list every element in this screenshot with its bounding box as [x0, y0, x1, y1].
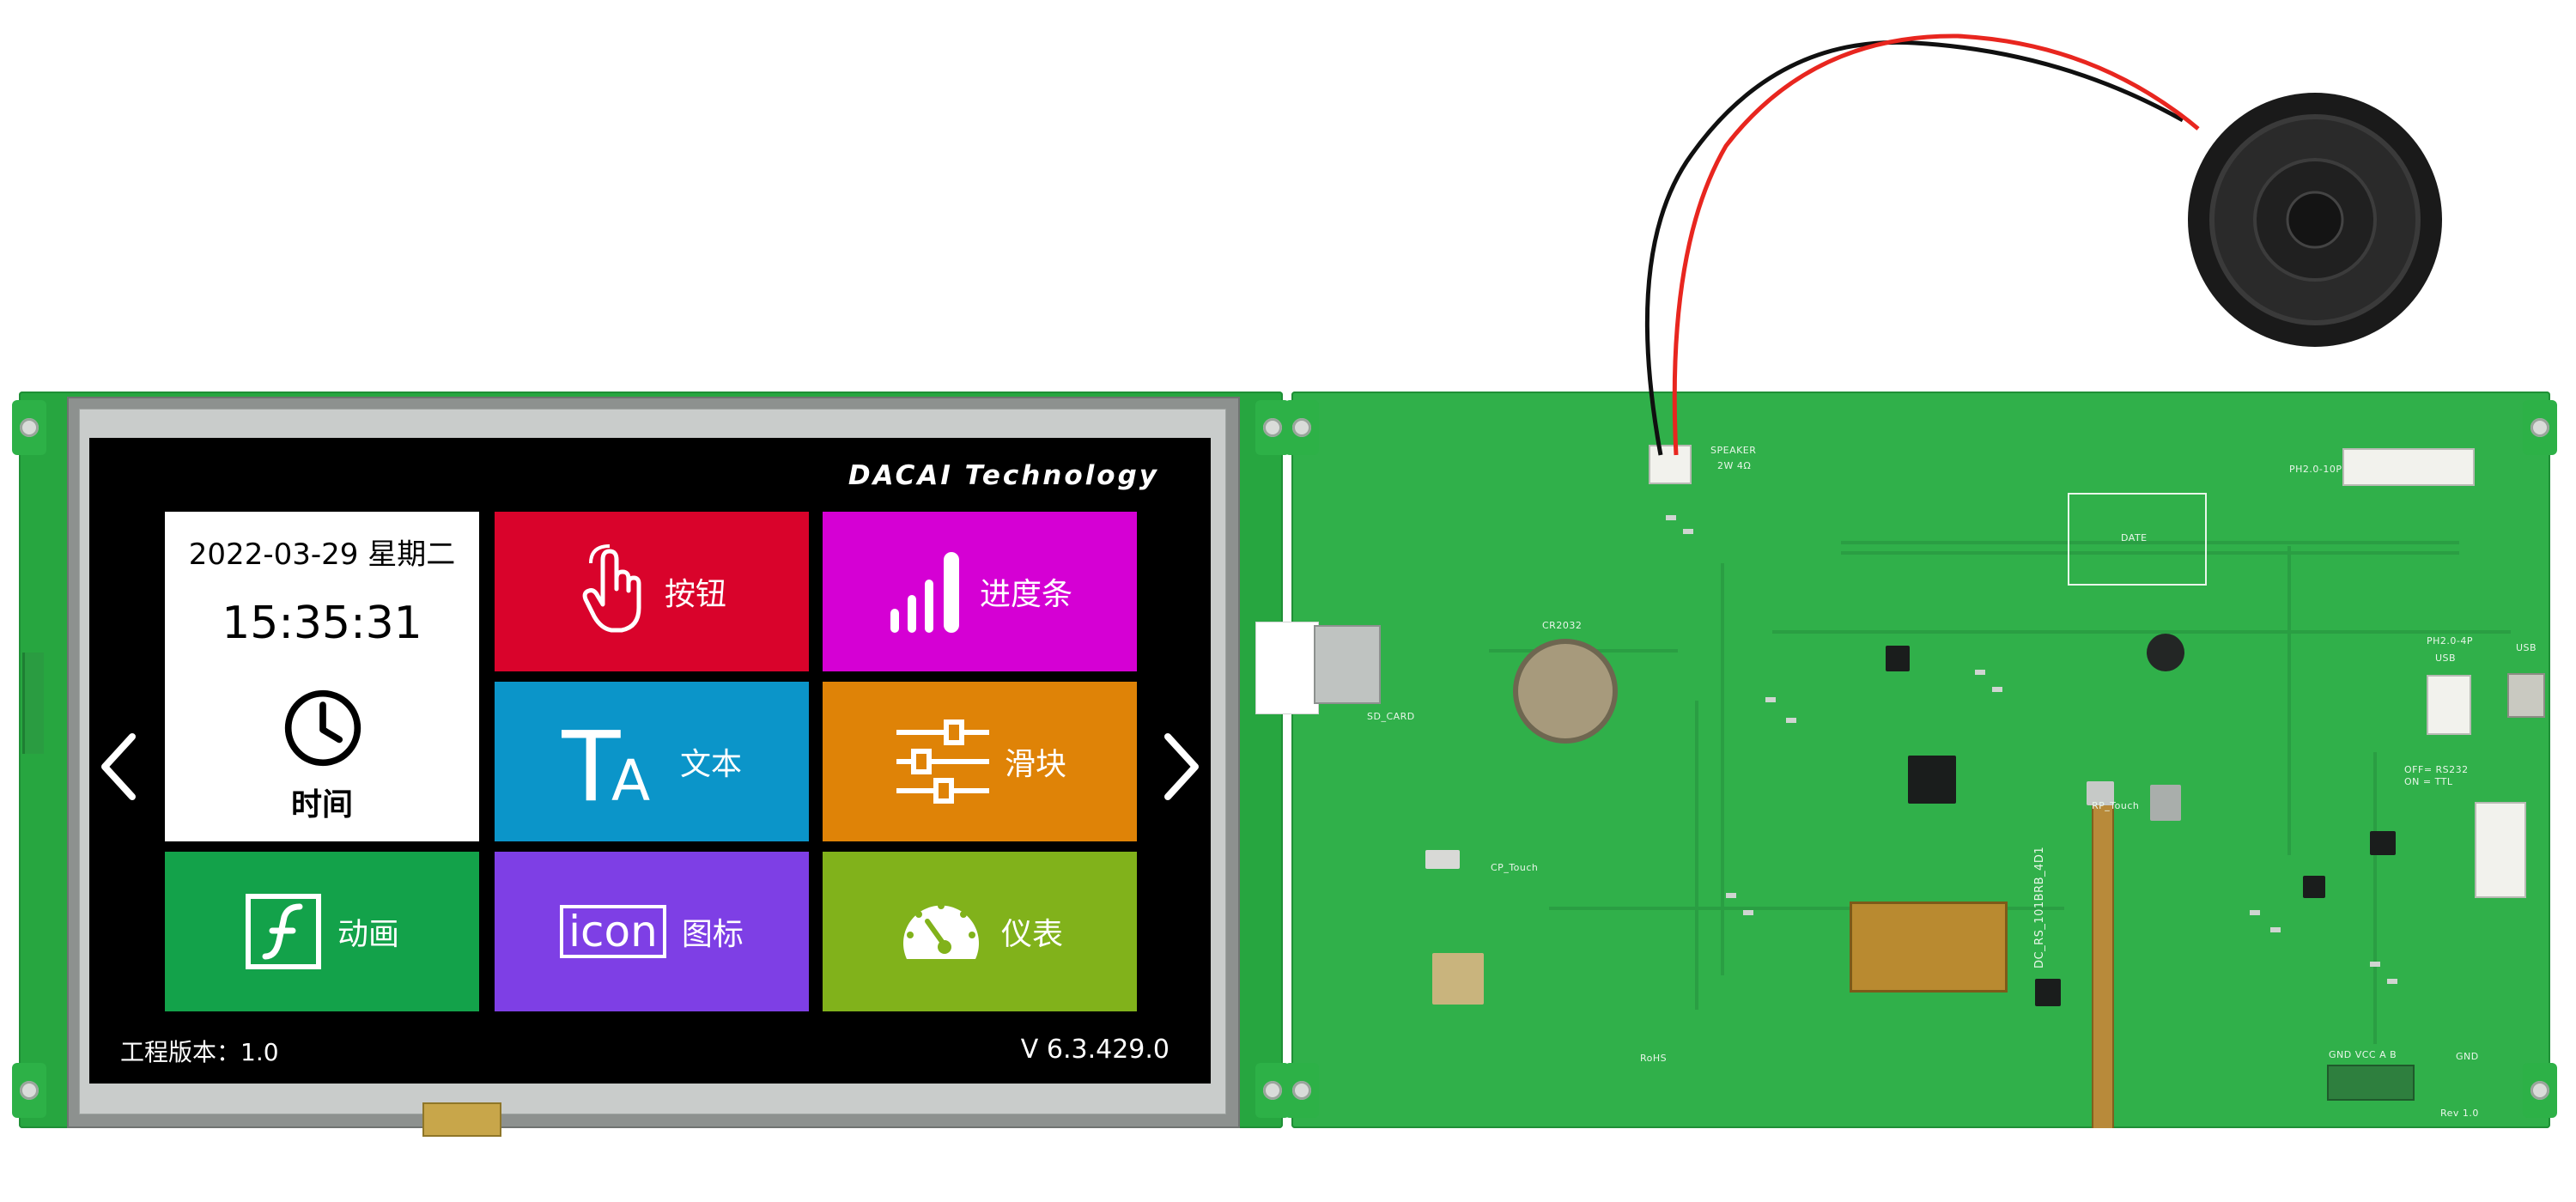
clock-icon — [284, 689, 361, 767]
text-ta-icon: T A — [562, 716, 650, 807]
pcb-label-sd: SD_CARD — [1367, 711, 1415, 722]
pcb-label-cp-touch: CP_Touch — [1491, 862, 1539, 873]
pcb-label-speaker: SPEAKER — [1710, 445, 1757, 456]
svg-text:T: T — [562, 716, 621, 807]
sd-card — [1255, 622, 1319, 714]
mount-hole — [1292, 1081, 1311, 1100]
pcb-label-speaker-spec: 2W 4Ω — [1717, 460, 1752, 471]
touch-fpc-tail — [422, 1102, 501, 1137]
pcb-label-cr2032: CR2032 — [1542, 620, 1583, 631]
pcb-label-gnd-row: GND VCC A B — [2329, 1049, 2397, 1060]
pcb-label-gnd: GND — [2456, 1051, 2479, 1062]
pcb-label-rohs: RoHS — [1640, 1053, 1668, 1064]
tcxo-pad — [1432, 953, 1484, 1005]
mount-tab — [2523, 1063, 2557, 1118]
mount-tab — [12, 1063, 46, 1118]
pcb-label-usb2: USB — [2516, 642, 2537, 653]
tile-button-label: 按钮 — [664, 577, 726, 612]
tile-progress[interactable]: 进度条 — [823, 512, 1137, 671]
tile-button[interactable]: 按钮 — [495, 512, 809, 671]
ic-chip — [2303, 876, 2325, 898]
pcb-label-ph10: PH2.0-10P — [2289, 464, 2342, 475]
lcd-screen: DACAI Technology 2022-03-29 星期二 15:35:31… — [89, 438, 1211, 1084]
tile-slider[interactable]: 滑块 — [823, 682, 1137, 841]
icon-box-text: icon — [568, 907, 658, 956]
tile-progress-label: 进度条 — [979, 577, 1072, 612]
tile-icon-label: 图标 — [681, 917, 744, 952]
speaker-connector[interactable] — [1649, 445, 1692, 484]
pcb-label-usb: USB — [2435, 653, 2457, 664]
pcb-label-rp-touch: RP_Touch — [2092, 800, 2140, 811]
finger-tap-icon — [582, 544, 641, 633]
pcb-label-ph4: PH2.0-4P — [2427, 635, 2473, 647]
mount-hole — [1263, 418, 1282, 437]
ph4-connector[interactable] — [2427, 675, 2471, 735]
sliders-icon — [896, 719, 989, 804]
rp-touch-connector[interactable] — [2087, 781, 2114, 805]
clock-date: 2022-03-29 星期二 — [188, 537, 456, 572]
icon-box-icon: icon — [560, 905, 666, 958]
mount-hole — [20, 418, 39, 437]
tile-text-label: 文本 — [679, 747, 742, 782]
signal-bars-icon — [890, 552, 959, 633]
cp-touch-connector[interactable] — [1425, 850, 1460, 869]
tile-animation[interactable]: 动画 — [165, 852, 479, 1011]
side-connector — [22, 653, 44, 754]
project-version: 工程版本：1.0 — [120, 1038, 279, 1066]
mount-tab — [12, 400, 46, 455]
buzzer — [2147, 634, 2184, 671]
mount-hole — [1263, 1081, 1282, 1100]
terminal-block[interactable] — [2327, 1065, 2415, 1101]
mount-hole — [1292, 418, 1311, 437]
mount-tab — [1255, 400, 1290, 455]
tile-gauge-label: 仪表 — [1000, 917, 1063, 952]
tile-text[interactable]: T A 文本 — [495, 682, 809, 841]
tile-gauge[interactable]: 仪表 — [823, 852, 1137, 1011]
mount-tab — [1285, 1063, 1319, 1118]
brand-title: DACAI Technology — [848, 460, 1159, 491]
ic-chip — [2035, 979, 2061, 1006]
svg-text:A: A — [611, 748, 650, 807]
firmware-version: V 6.3.429.0 — [1020, 1035, 1170, 1065]
mount-tab — [2523, 400, 2557, 455]
pcb-label-rev: Rev 1.0 — [2440, 1108, 2479, 1119]
pcb-label-model: DC_RS_101BRB_4D1 — [2033, 846, 2046, 968]
mount-hole — [2530, 1081, 2549, 1100]
coin-cell-holder — [1513, 639, 1618, 744]
mount-hole — [2530, 418, 2549, 437]
sd-card-slot[interactable] — [1314, 625, 1381, 704]
mount-tab — [1285, 400, 1319, 455]
speaker-wires — [1644, 33, 2200, 456]
clock-time: 15:35:31 — [222, 598, 422, 649]
pcb-label-ttl: ON = TTL — [2404, 776, 2453, 787]
main-mcu-chip — [1908, 756, 1956, 804]
ic-chip — [2370, 831, 2396, 855]
gauge-icon — [902, 902, 979, 959]
crystal — [2150, 785, 2181, 821]
uart-connector[interactable] — [2475, 802, 2526, 898]
pcb-label-rs232: OFF= RS232 — [2404, 764, 2469, 775]
clock-tile[interactable]: 2022-03-29 星期二 15:35:31 时间 — [165, 512, 479, 841]
chevron-right-icon[interactable] — [1154, 728, 1206, 805]
speaker — [2188, 93, 2442, 347]
date-silkscreen-box: DATE — [2068, 493, 2207, 586]
tile-slider-label: 滑块 — [1004, 747, 1066, 782]
flash-f-icon — [245, 894, 321, 969]
tile-animation-label: 动画 — [337, 917, 399, 952]
clock-label: 时间 — [290, 787, 353, 823]
tile-icon[interactable]: icon 图标 — [495, 852, 809, 1011]
mount-hole — [20, 1081, 39, 1100]
chevron-left-icon[interactable] — [94, 728, 146, 805]
lcd-fpc-connector[interactable] — [1850, 902, 2008, 993]
mount-tab — [1255, 1063, 1290, 1118]
touch-ribbon-cable — [2092, 790, 2114, 1128]
usb-port[interactable] — [2507, 673, 2545, 718]
date-label: DATE — [2121, 532, 2148, 543]
ph10-connector[interactable] — [2342, 448, 2475, 486]
ic-chip — [1886, 646, 1910, 671]
